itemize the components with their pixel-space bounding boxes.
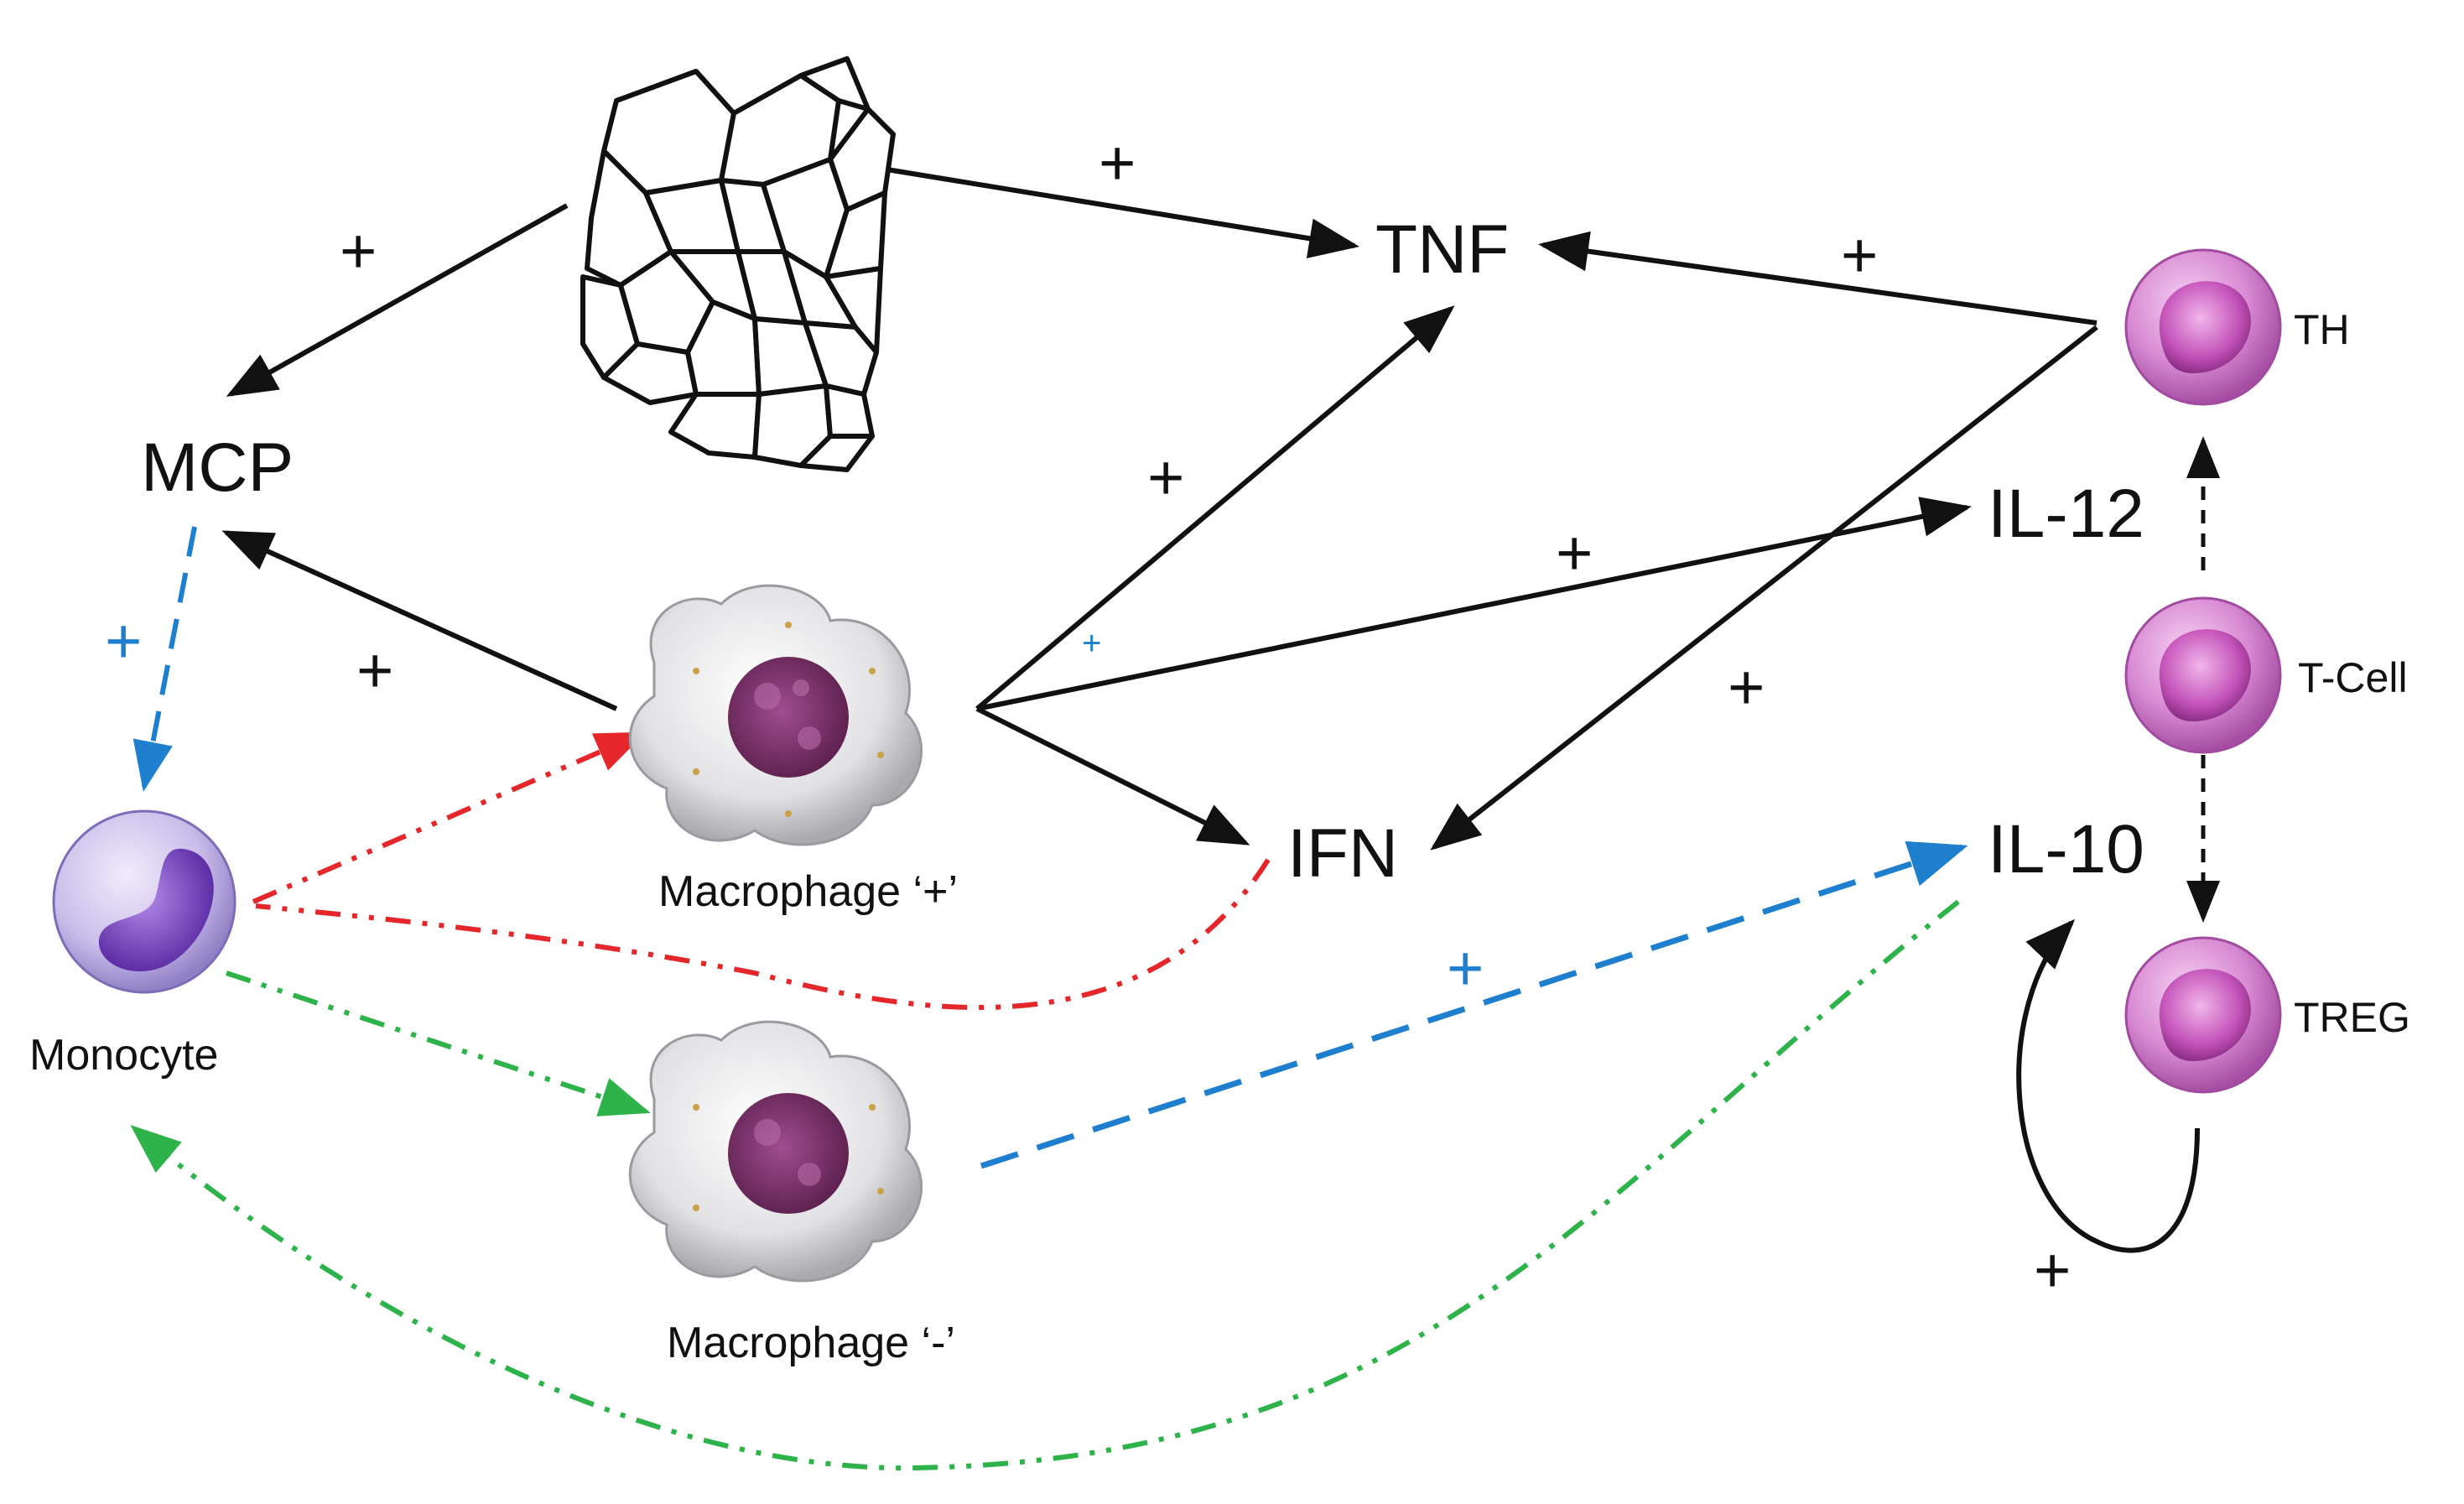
macrophage-neg-icon	[628, 1020, 923, 1283]
edge-macpos-to-ifn	[975, 706, 1250, 846]
edge-macpos-to-tnf	[975, 305, 1455, 711]
edge-treg-to-il10	[2016, 919, 2200, 1253]
edges	[130, 165, 2220, 1471]
edge-ifn-to-monocyte	[255, 858, 1271, 1011]
monocyte-label: Monocyte	[29, 1031, 218, 1080]
th-label: TH	[2294, 306, 2350, 353]
plus-treg-il10: +	[2034, 1235, 2071, 1306]
th-cell-icon	[2124, 248, 2282, 406]
plus-th-ifn: +	[1728, 652, 1765, 723]
tcell-label: T-Cell	[2298, 654, 2408, 701]
macrophage-neg-label: Macrophage ‘-’	[667, 1319, 955, 1367]
edge-il10-to-monocyte	[130, 899, 1960, 1471]
macrophage-pos-label: Macrophage ‘+’	[658, 867, 958, 916]
edge-monocyte-to-macpos	[252, 731, 647, 904]
edge-macneg-to-il10	[980, 840, 1968, 1169]
edge-monocyte-to-macneg	[226, 971, 651, 1116]
ifn-label: IFN	[1287, 815, 1398, 892]
plus-th-tnf: +	[1841, 220, 1878, 291]
il12-label: IL-12	[1988, 476, 2144, 552]
plus-macpos-tnf: +	[1147, 442, 1184, 513]
edge-tumor-to-tnf	[876, 165, 1359, 258]
plus-tumor-mcp: +	[340, 216, 377, 287]
edge-macpos-to-il12	[976, 497, 1972, 711]
plus-mcp-monocyte: +	[105, 606, 142, 677]
plus-macneg-il10: +	[1447, 933, 1484, 1004]
tnf-label: TNF	[1375, 211, 1509, 288]
edge-tumor-to-mcp	[226, 203, 569, 397]
edge-th-to-ifn	[1430, 325, 2098, 851]
edge-mcp-to-monocyte	[133, 526, 197, 792]
tumor-cluster-icon	[580, 56, 896, 472]
il10-label: IL-10	[1988, 811, 2144, 887]
plus-macpos-il12: +	[1556, 518, 1593, 589]
edge-macpos-to-mcp	[221, 530, 618, 711]
plus-macpos-mcp: +	[356, 635, 393, 706]
treg-cell-icon	[2124, 936, 2282, 1094]
macrophage-pos-icon	[628, 584, 923, 846]
t-cell-icon	[2124, 596, 2282, 754]
plus-tumor-tnf: +	[1099, 128, 1136, 199]
mcp-label: MCP	[141, 429, 294, 506]
edge-th-to-tnf	[1538, 231, 2098, 325]
monocyte-icon	[52, 809, 237, 994]
plus-small-blue: +	[1082, 625, 1101, 662]
treg-label: TREG	[2294, 994, 2410, 1041]
